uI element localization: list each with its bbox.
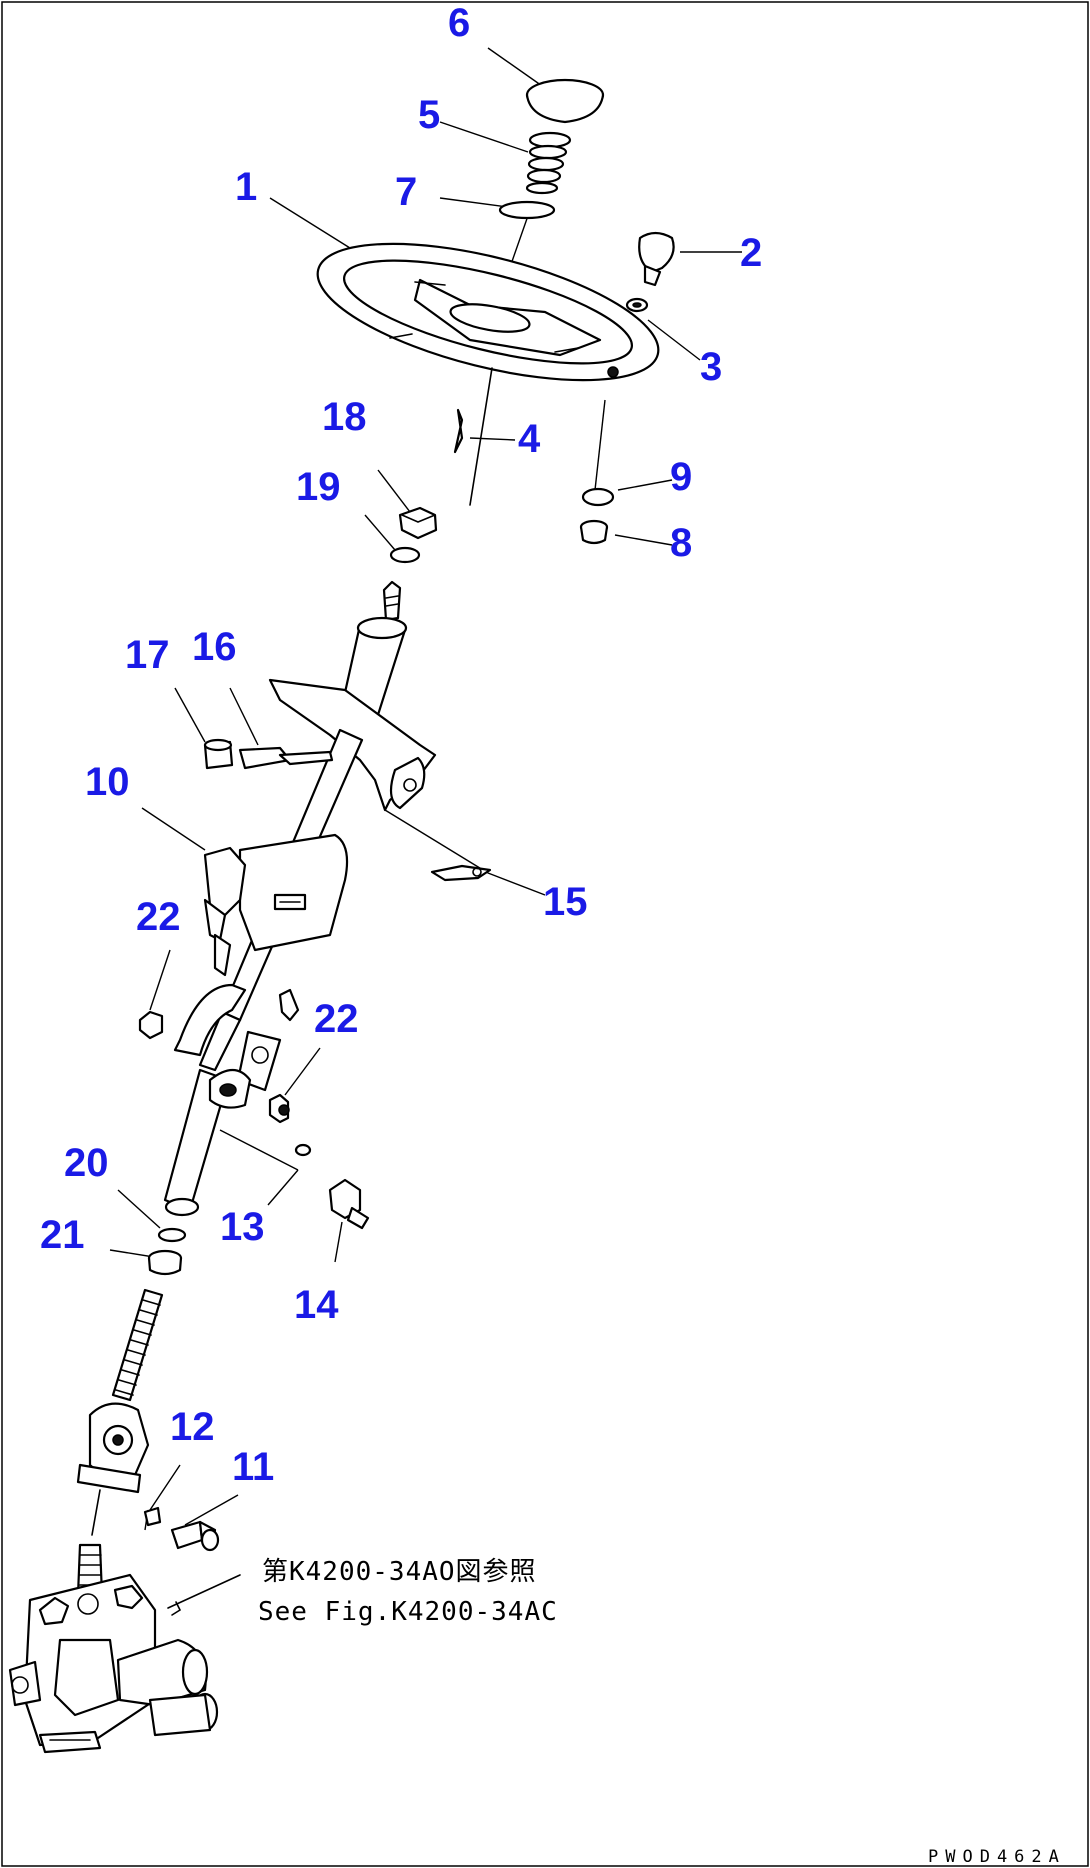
nut-part (398, 506, 438, 540)
callout-14: 14 (294, 1283, 339, 1327)
callout-9: 9 (670, 455, 692, 499)
switch-clip-part (238, 746, 334, 770)
spinner-knob-part (638, 231, 675, 287)
bolt-part (170, 1520, 220, 1552)
callout-21: 21 (40, 1213, 85, 1257)
bolt-part (268, 1093, 290, 1124)
callout-13: 13 (220, 1205, 265, 1249)
callout-22-right: 22 (314, 997, 359, 1041)
callout-6: 6 (448, 1, 470, 45)
shaft-leader (469, 367, 493, 506)
callout-8: 8 (670, 521, 692, 565)
reference-english: See Fig.K4200-34AC (258, 1597, 558, 1627)
callout-16: 16 (192, 625, 237, 669)
horn-spring-part (525, 131, 572, 195)
callout-2: 2 (740, 231, 762, 275)
callout-19: 19 (296, 465, 341, 509)
cross-reference: 第K4200-34AO図参照 See Fig.K4200-34AC (258, 1557, 558, 1627)
steering-column-part (163, 728, 364, 1217)
steering-gearbox-part (8, 1573, 241, 1754)
callout-5: 5 (418, 93, 440, 137)
washer-part (625, 297, 649, 313)
pin-part (328, 1178, 370, 1230)
steering-wheel-part (316, 242, 660, 382)
callout-3: 3 (700, 345, 722, 389)
washer-part (581, 487, 615, 507)
callout-labels: 6 5 7 1 2 3 4 18 19 9 8 17 16 10 15 22 2… (40, 1, 762, 1489)
plate-part (498, 200, 556, 220)
combination-switch-part (203, 833, 349, 977)
callout-17: 17 (125, 633, 170, 677)
pinion-shaft-part (76, 1489, 104, 1597)
intermediate-shaft-part (111, 1288, 164, 1402)
universal-joint-part (76, 1402, 150, 1494)
callout-15: 15 (543, 880, 588, 924)
bushing-part (579, 519, 609, 545)
clip-part (430, 864, 492, 882)
callout-4: 4 (518, 417, 541, 461)
callout-22-left: 22 (136, 895, 181, 939)
bushing-part (203, 738, 234, 770)
washer-part (157, 1227, 187, 1243)
bolt-part (138, 1010, 164, 1040)
callout-7: 7 (395, 170, 417, 214)
callout-18: 18 (322, 395, 367, 439)
key-part (453, 408, 464, 454)
lower-bracket-part (173, 983, 300, 1109)
callout-11: 11 (232, 1445, 274, 1489)
callout-20: 20 (64, 1141, 109, 1185)
callout-1: 1 (235, 165, 257, 209)
callout-12: 12 (170, 1405, 215, 1449)
nut-part (147, 1249, 183, 1276)
reference-japanese: 第K4200-34AO図参照 (262, 1557, 537, 1587)
callout-10: 10 (85, 760, 130, 804)
washer-part (389, 546, 421, 564)
snap-ring-part (294, 1143, 312, 1157)
bolt-part (143, 1506, 162, 1527)
drawing-id: PWOD462A (928, 1847, 1066, 1867)
cap-part (525, 78, 605, 124)
